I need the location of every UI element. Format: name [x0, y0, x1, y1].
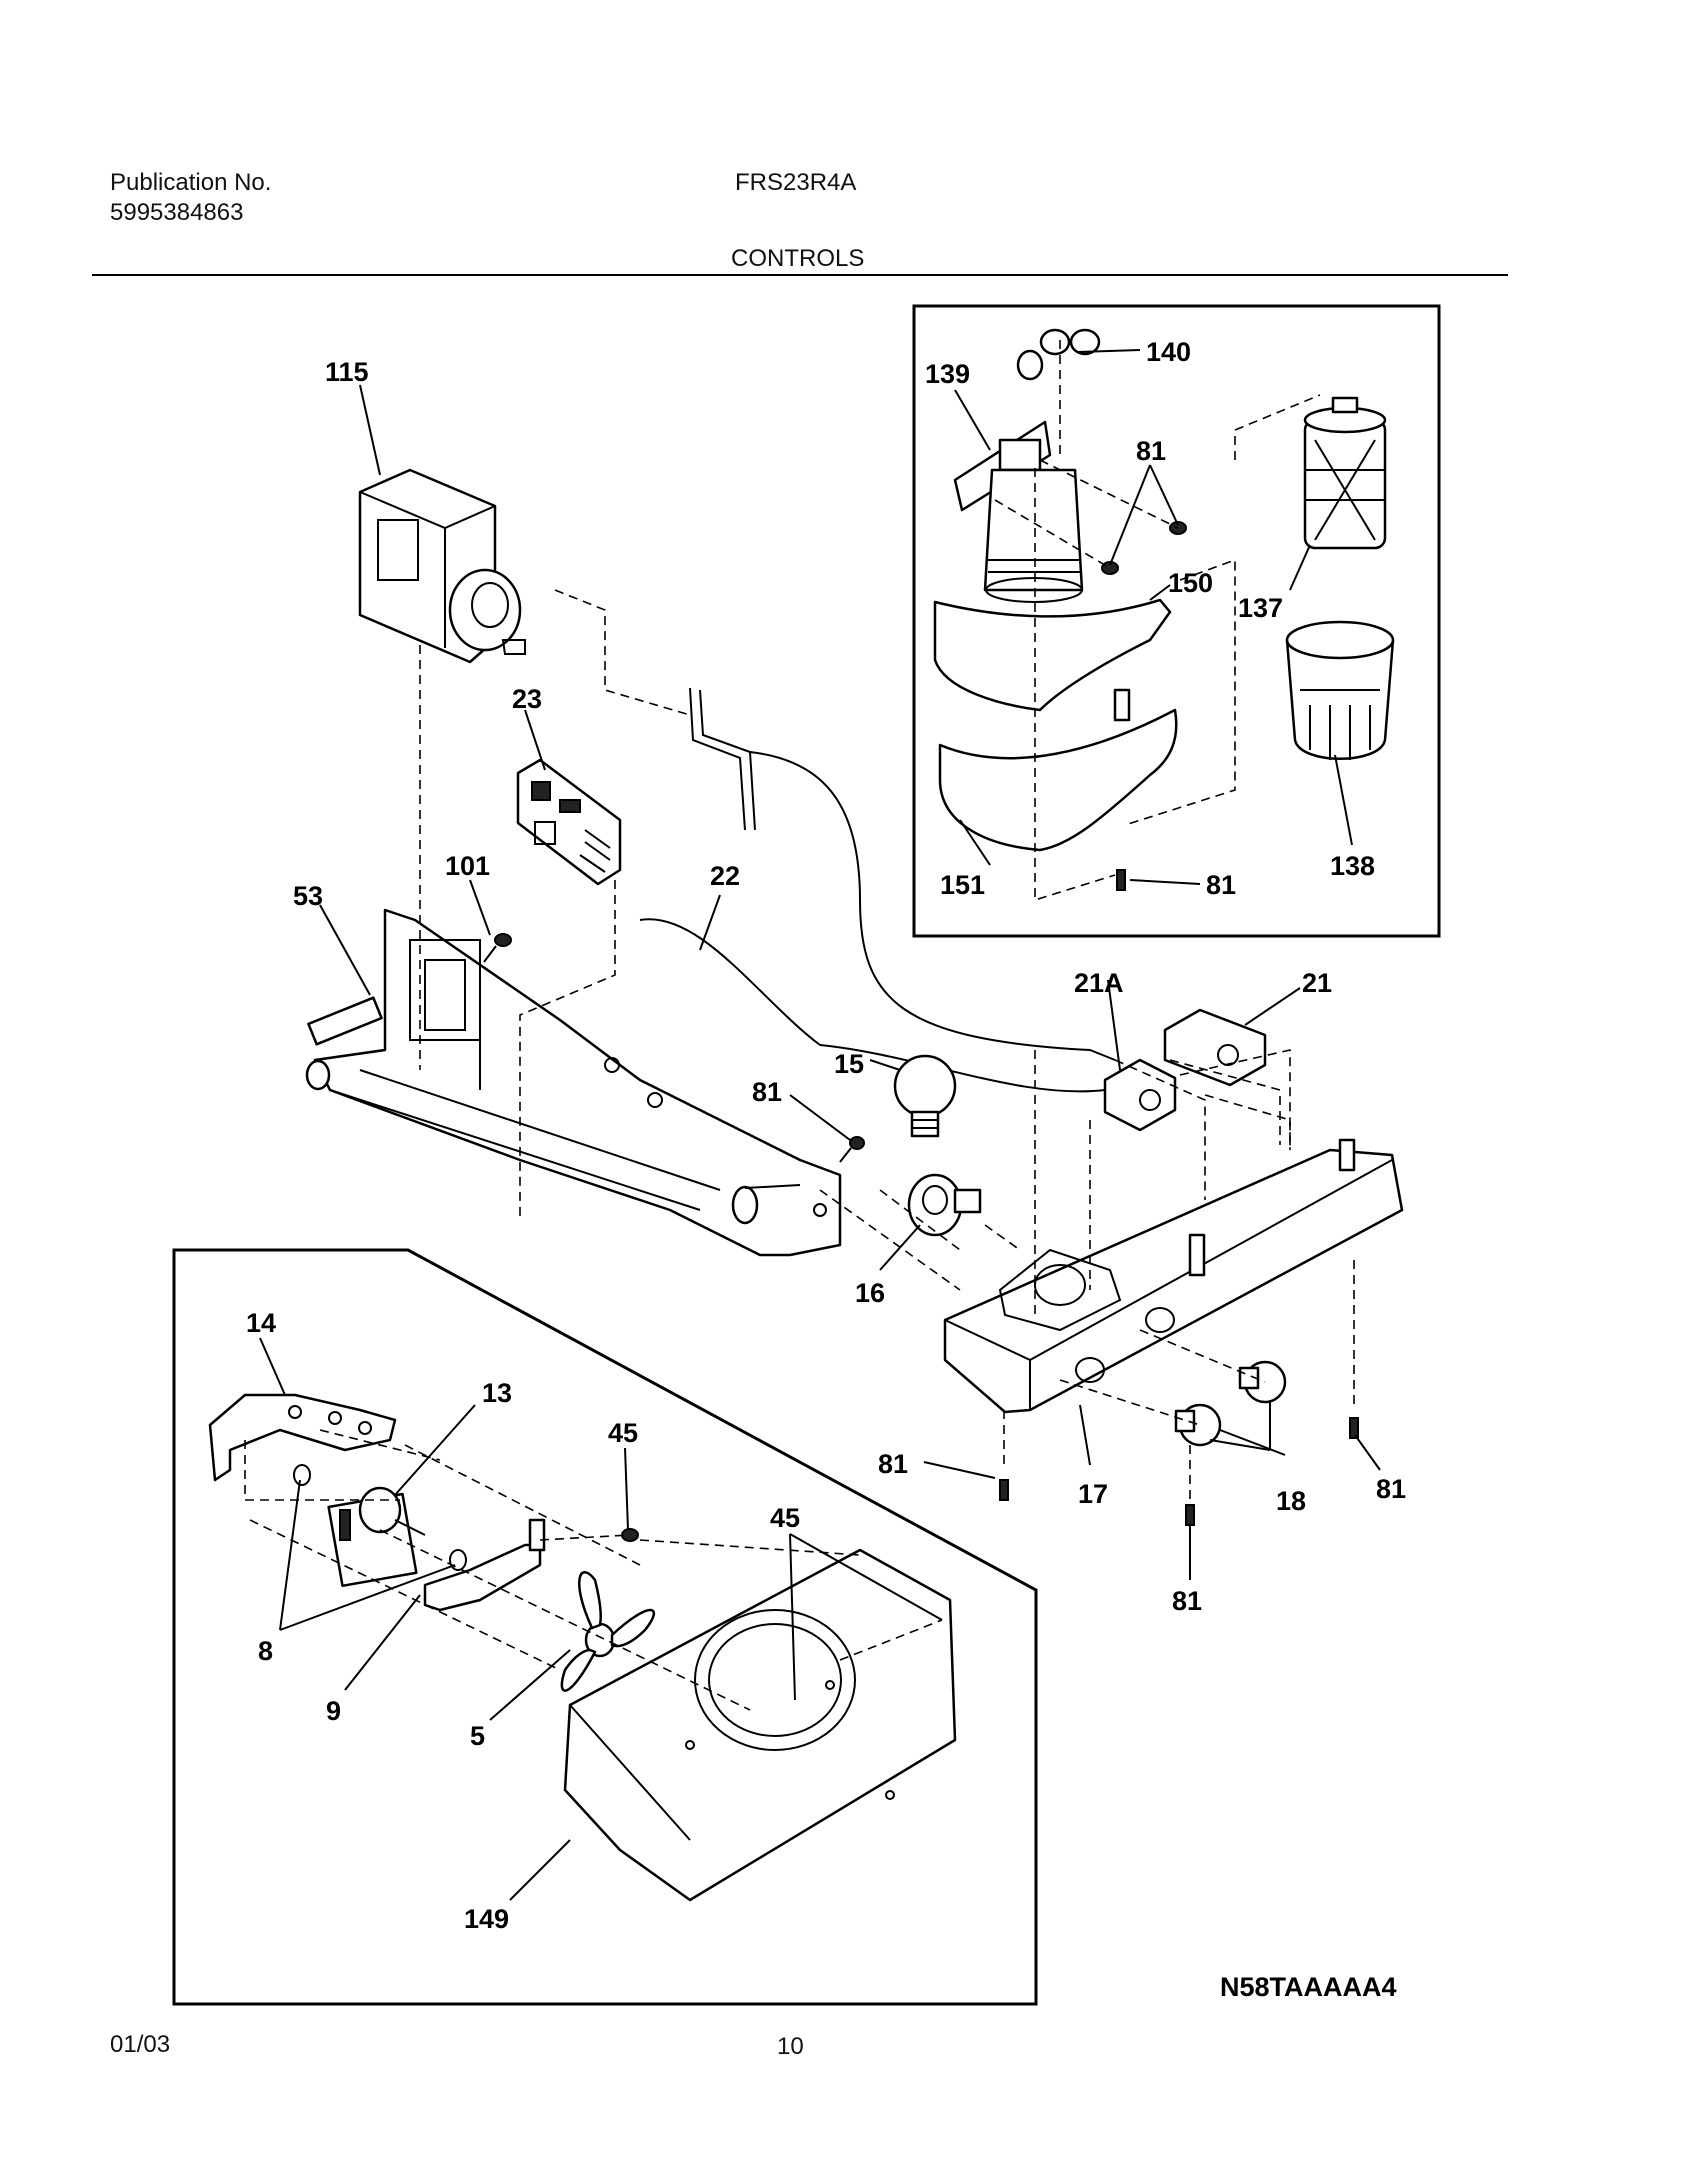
- part-150-filter-cover: [933, 598, 1172, 712]
- callout-numbers: 115 23 101 53 22 139 140 81 150 137 138 …: [246, 337, 1406, 2002]
- callout-leader-lines: [259, 349, 1381, 1901]
- part-8-grommet: [293, 1464, 467, 1571]
- part-18-knob-1: [1238, 1360, 1287, 1404]
- fan-assembly-inset-box: [172, 1248, 1038, 2006]
- callout-21a: 21A: [1074, 968, 1124, 998]
- callout-9: 9: [326, 1696, 341, 1726]
- callout-81-c: 81: [752, 1077, 782, 1107]
- part-17-control-housing: [943, 1138, 1404, 1414]
- publication-number: 5995384863: [110, 199, 244, 226]
- part-53-dispenser-housing: [305, 908, 842, 1257]
- callout-5: 5: [470, 1721, 485, 1751]
- part-151-filter-cover-lower: [938, 688, 1178, 852]
- part-5-fan-blade: [560, 1571, 656, 1692]
- callout-15: 15: [834, 1049, 864, 1079]
- callout-16: 16: [855, 1278, 885, 1308]
- callout-101: 101: [445, 851, 490, 881]
- part-filter-head: [983, 468, 1084, 603]
- page-number: 10: [777, 2033, 804, 2060]
- part-15-light-bulb: [893, 1054, 957, 1138]
- part-137-filter-cartridge: [1303, 396, 1387, 550]
- section-title: CONTROLS: [731, 245, 865, 272]
- callout-137: 137: [1238, 593, 1283, 623]
- part-81-screw-c: [839, 1136, 865, 1163]
- callout-138: 138: [1330, 851, 1375, 881]
- callout-17: 17: [1078, 1479, 1108, 1509]
- callout-151: 151: [940, 870, 985, 900]
- callout-18: 18: [1276, 1486, 1306, 1516]
- callout-22: 22: [710, 861, 740, 891]
- part-81-screw-d: [999, 1479, 1009, 1501]
- part-16-lamp-socket: [907, 1173, 982, 1237]
- callout-81-b: 81: [1206, 870, 1236, 900]
- callout-81-f: 81: [1172, 1586, 1202, 1616]
- part-115-control-module: [358, 468, 526, 664]
- part-23-circuit-board: [516, 758, 622, 886]
- part-139-bracket: [953, 420, 1052, 512]
- callout-53: 53: [293, 881, 323, 911]
- header-rule: [92, 274, 1508, 276]
- part-81-screw-e: [1349, 1417, 1359, 1439]
- part-101-screw: [483, 933, 512, 963]
- callout-139: 139: [925, 359, 970, 389]
- callout-14: 14: [246, 1308, 276, 1338]
- footer-date: 01/03: [110, 2031, 171, 2058]
- callout-115: 115: [325, 357, 369, 387]
- callout-45-a: 45: [608, 1418, 638, 1448]
- callout-149: 149: [464, 1904, 509, 1934]
- part-81-screw-b: [1116, 869, 1126, 891]
- callout-21: 21: [1302, 968, 1332, 998]
- callout-8: 8: [258, 1636, 273, 1666]
- part-138-filter-bowl: [1285, 620, 1395, 760]
- diagram-reference-code: N58TAAAAA4: [1220, 1972, 1397, 2002]
- callout-140: 140: [1146, 337, 1191, 367]
- callout-23: 23: [512, 684, 542, 714]
- callout-45-b: 45: [770, 1503, 800, 1533]
- water-filter-inset-box: [912, 304, 1441, 938]
- part-21a-switch: [1103, 1058, 1177, 1132]
- part-81-screw-a: [1101, 521, 1187, 575]
- callout-81-e: 81: [878, 1449, 908, 1479]
- part-149-fan-shroud: [563, 1548, 957, 1902]
- part-140-elbow-fitting: [1016, 328, 1101, 381]
- part-18-knob-2: [1174, 1403, 1222, 1447]
- publication-label: Publication No.: [110, 169, 272, 196]
- part-22-thermistor-wire: [639, 687, 1116, 1093]
- part-13-fan-motor: [327, 1486, 426, 1588]
- callout-13: 13: [482, 1378, 512, 1408]
- part-81-screw-f: [1185, 1504, 1195, 1526]
- part-9-motor-bracket: [423, 1518, 546, 1612]
- part-14-bracket: [208, 1393, 397, 1482]
- callout-150: 150: [1168, 568, 1213, 598]
- callout-81-d: 81: [1376, 1474, 1406, 1504]
- callout-81-a: 81: [1136, 436, 1166, 466]
- model-number: FRS23R4A: [735, 169, 857, 196]
- assembly-dashed-lines: [244, 340, 1355, 1711]
